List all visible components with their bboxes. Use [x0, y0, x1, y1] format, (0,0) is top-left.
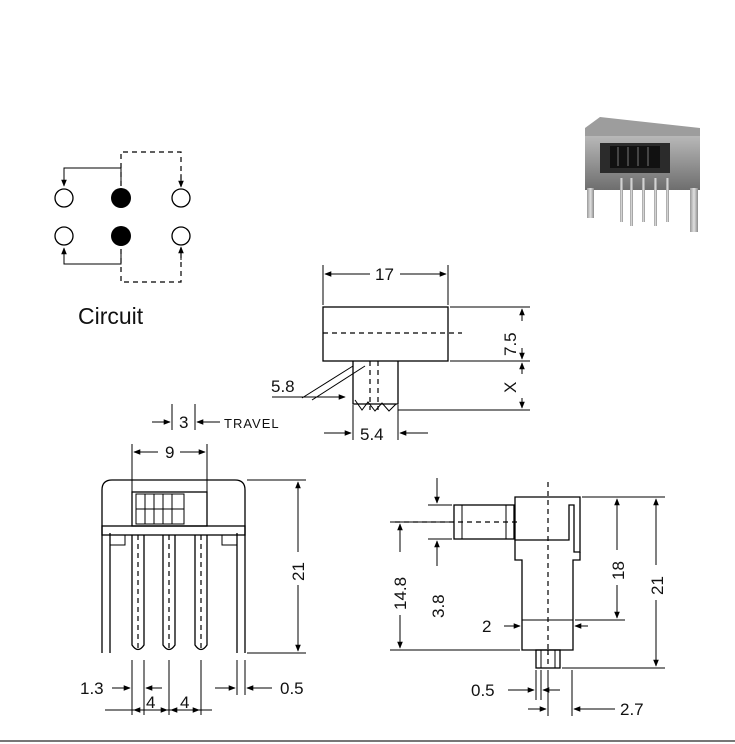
circuit-terminal — [54, 226, 74, 246]
dim-side-pin-thickness: 0.5 — [471, 681, 495, 700]
dim-pin-spacing: 2.7 — [620, 700, 644, 719]
circuit-common-terminal — [111, 188, 131, 208]
circuit-alt-connection — [120, 248, 182, 283]
dim-pitch-1: 4 — [146, 693, 155, 712]
circuit-common-terminal — [111, 226, 131, 246]
dim-slot-width: 9 — [165, 443, 174, 462]
dim-pin-thickness: 0.5 — [280, 679, 304, 698]
dim-body-width: 17 — [375, 265, 394, 284]
front-pin — [194, 535, 208, 651]
dim-actuator-angle: 5.8 — [271, 377, 295, 396]
side-body-outline — [514, 496, 581, 553]
dim-pin-width: 1.3 — [80, 679, 104, 698]
top-view-drawing: 17 7.5 X 5.8 5.4 — [271, 265, 530, 444]
circuit-terminal — [54, 188, 74, 208]
dim-actuator-width: 5.4 — [360, 425, 384, 444]
travel-label: TRAVEL — [224, 416, 280, 431]
front-housing-outline — [101, 479, 246, 653]
actuator-outline — [352, 361, 399, 405]
dim-travel-value: 3 — [179, 413, 188, 432]
circuit-terminal — [171, 188, 191, 208]
dim-pitch-2: 4 — [180, 693, 189, 712]
dim-body-height: 18 — [609, 561, 628, 580]
product-photo — [585, 117, 700, 232]
dim-total-height: 21 — [648, 576, 667, 595]
circuit-alt-connection — [120, 151, 182, 186]
front-view-drawing: 3 TRAVEL 9 21 — [80, 404, 308, 715]
dim-actuator-x: X — [501, 382, 520, 393]
bottom-border — [0, 740, 735, 742]
actuator-slot — [131, 491, 208, 527]
dim-actuator-height: 14.8 — [391, 577, 410, 610]
dim-front-height: 21 — [289, 562, 308, 581]
circuit-connection — [61, 167, 122, 187]
circuit-title: Circuit — [78, 303, 144, 329]
circuit-terminal — [171, 226, 191, 246]
dim-actuator-diameter: 3.8 — [429, 594, 448, 618]
front-pin — [131, 535, 145, 651]
circuit-diagram: Circuit — [54, 151, 191, 329]
front-pin — [162, 535, 176, 651]
dim-pin-offset: 2 — [482, 617, 491, 636]
circuit-connection — [61, 247, 122, 265]
side-view-drawing: 14.8 3.8 18 21 2 0.5 2.7 — [390, 478, 667, 719]
dim-body-height: 7.5 — [501, 332, 520, 356]
switch-body-outline — [322, 306, 449, 362]
